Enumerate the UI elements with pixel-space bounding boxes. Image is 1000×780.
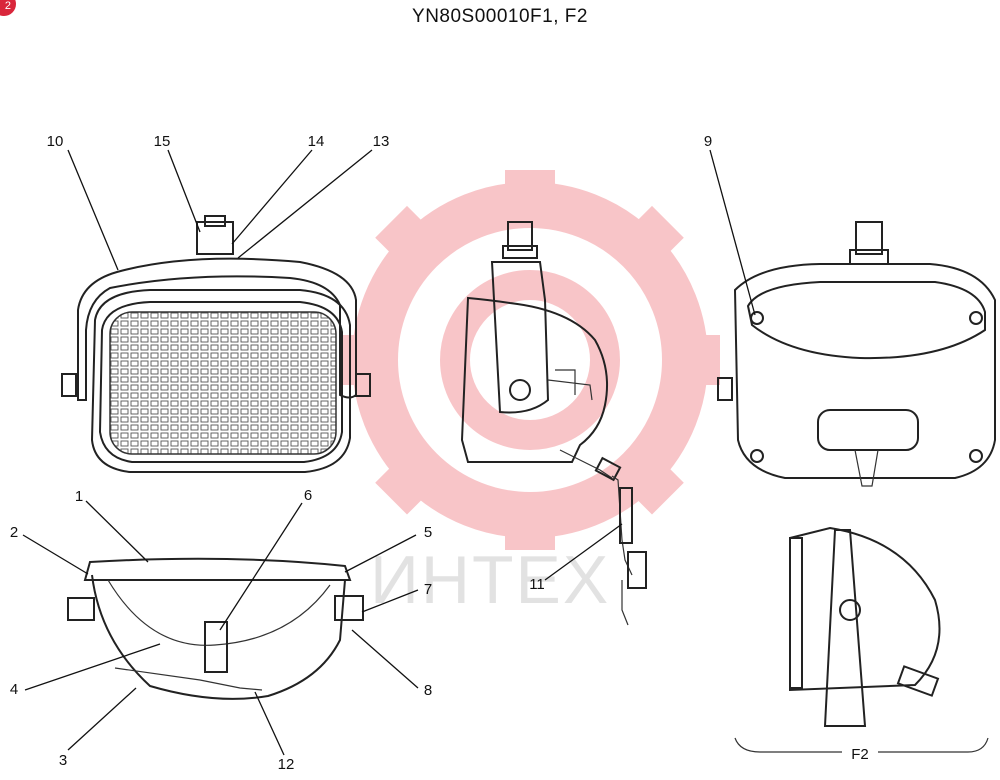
callout-9: 9 (704, 133, 712, 150)
callout-13: 13 (373, 133, 390, 150)
section-view (67, 557, 364, 700)
rear-view (717, 221, 996, 487)
callout-4: 4 (10, 681, 18, 698)
callout-2: 2 (10, 524, 18, 541)
callout-14: 14 (308, 133, 325, 150)
callout-5: 5 (424, 524, 432, 541)
callout-12: 12 (278, 756, 295, 773)
callout-7: 7 (424, 581, 432, 598)
f2-detail-view (734, 526, 989, 753)
f2-caption: F2 (851, 746, 869, 763)
watermark-text: ИНТЕХ (370, 542, 610, 618)
callout-15: 15 (154, 133, 171, 150)
front-view (61, 215, 371, 473)
callout-6: 6 (304, 487, 312, 504)
callout-1: 1 (75, 488, 83, 505)
side-view (460, 221, 647, 626)
callout-10: 10 (47, 133, 64, 150)
page-title: YN80S00010F1, F2 (412, 6, 588, 27)
watermark-gear-icon (340, 170, 720, 550)
page-badge: 2 (0, 0, 16, 16)
callout-11: 11 (529, 576, 545, 593)
badge-number: 2 (4, 0, 11, 12)
callout-3: 3 (59, 752, 67, 769)
callout-8: 8 (424, 682, 432, 699)
